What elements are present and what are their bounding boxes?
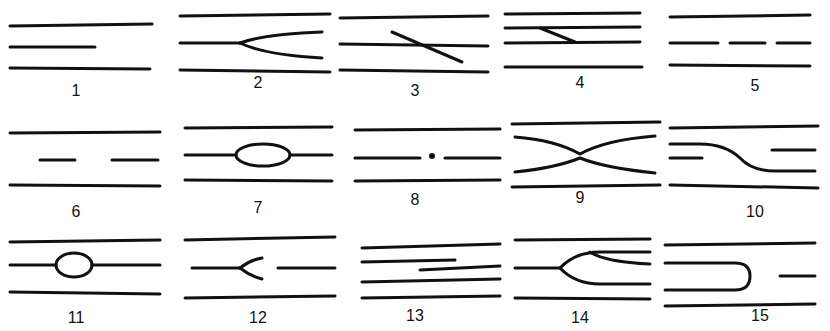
enclosure [185, 127, 332, 181]
callout-number: 14 [569, 310, 591, 326]
ridge-gap [10, 132, 160, 186]
ridge-transition [670, 126, 818, 188]
callout-number: 13 [404, 308, 426, 324]
recurve [665, 243, 815, 306]
ridge-ending [10, 24, 152, 69]
callout-number: 9 [574, 190, 587, 206]
callout-number: 4 [574, 75, 587, 91]
broken-ridge [670, 15, 810, 66]
overlap [362, 244, 500, 298]
lake [10, 240, 160, 294]
callout-number: 5 [749, 78, 762, 94]
bifurcation [180, 14, 330, 72]
callout-number: 15 [749, 308, 771, 324]
callout-number: 8 [409, 192, 422, 208]
bridge [505, 13, 642, 67]
callout-number: 1 [70, 83, 83, 99]
crossover [340, 16, 488, 72]
callout-number: 3 [409, 83, 422, 99]
crossover-touch [512, 122, 660, 187]
callout-number: 11 [66, 310, 87, 326]
callout-number: 2 [252, 75, 265, 91]
dot [355, 129, 500, 181]
spur [185, 237, 335, 298]
double-bifurcation [515, 239, 650, 299]
callout-number: 7 [252, 200, 265, 216]
callout-number: 6 [70, 204, 83, 220]
callout-number: 10 [744, 204, 766, 220]
callout-number: 12 [247, 310, 269, 326]
